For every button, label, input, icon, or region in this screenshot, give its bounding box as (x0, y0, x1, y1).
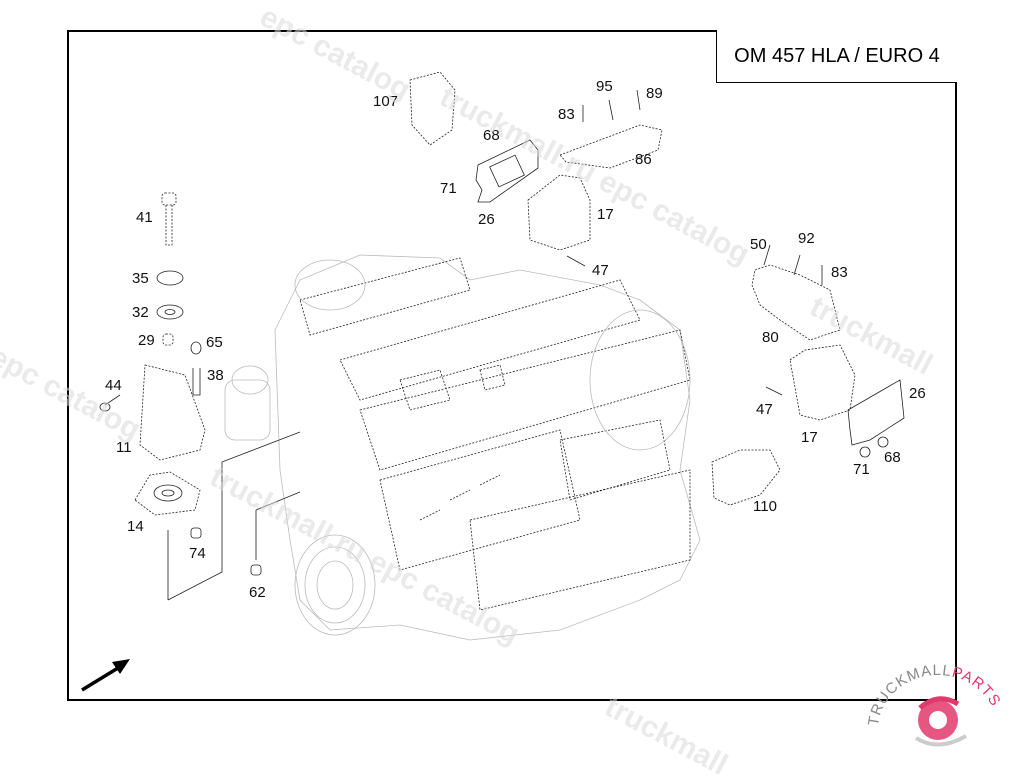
callout-74[interactable]: 74 (189, 545, 206, 562)
leader-lines (167, 431, 301, 601)
callout-26-right[interactable]: 26 (909, 385, 926, 402)
callout-107[interactable]: 107 (373, 93, 399, 110)
callout-41[interactable]: 41 (136, 209, 153, 226)
callout-92[interactable]: 92 (798, 230, 815, 247)
callout-68-right[interactable]: 68 (884, 449, 901, 466)
callout-86[interactable]: 86 (635, 151, 652, 168)
diagram-frame (67, 30, 957, 701)
callout-17-right[interactable]: 17 (801, 429, 818, 446)
callout-35[interactable]: 35 (132, 270, 149, 287)
callout-50[interactable]: 50 (750, 236, 767, 253)
callout-29[interactable]: 29 (138, 332, 155, 349)
callout-44[interactable]: 44 (105, 377, 122, 394)
callout-71-right[interactable]: 71 (853, 461, 870, 478)
arrow-up-right-icon (81, 659, 130, 692)
callout-62[interactable]: 62 (249, 584, 266, 601)
callout-89[interactable]: 89 (646, 85, 663, 102)
callout-26[interactable]: 26 (478, 211, 495, 228)
engine-block (224, 254, 701, 641)
parts (99, 71, 905, 576)
callout-14[interactable]: 14 (127, 518, 144, 535)
callout-47-right[interactable]: 47 (756, 401, 773, 418)
engine-exploded-drawing (81, 71, 905, 692)
callout-95[interactable]: 95 (596, 78, 613, 95)
callout-32[interactable]: 32 (132, 304, 149, 321)
callout-110[interactable]: 110 (753, 498, 777, 515)
gear-icon (914, 696, 967, 747)
callout-83-right[interactable]: 83 (831, 264, 848, 281)
callout-71[interactable]: 71 (440, 180, 457, 197)
callout-47[interactable]: 47 (592, 262, 609, 279)
callout-38[interactable]: 38 (207, 367, 224, 384)
callout-17[interactable]: 17 (597, 206, 614, 223)
callout-83[interactable]: 83 (558, 106, 575, 123)
truckmallparts-logo: TRUCKMALLPARTS (865, 662, 1003, 747)
model-title: OM 457 HLA / EURO 4 (716, 30, 957, 83)
callout-80[interactable]: 80 (762, 329, 779, 346)
callout-68[interactable]: 68 (483, 127, 500, 144)
callout-11[interactable]: 11 (116, 439, 132, 456)
callout-65[interactable]: 65 (206, 334, 223, 351)
